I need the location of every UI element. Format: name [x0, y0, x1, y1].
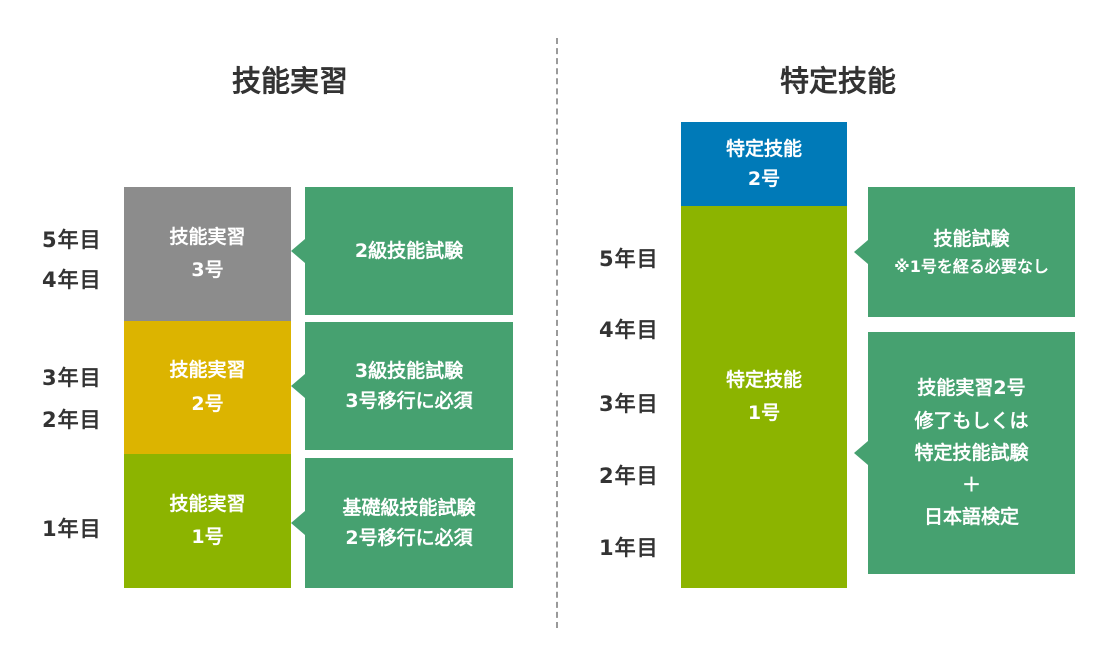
intern-exam-2-line-1: 3級技能試験	[354, 359, 464, 382]
skilled-exam-2-plus: ＋	[961, 474, 981, 497]
right-year-label-5: 5年目	[599, 247, 659, 271]
skilled-exam-2-line-3: 特定技能試験	[914, 441, 1029, 464]
skilled-stage-1-line-1: 特定技能	[725, 368, 802, 391]
intern-exam-callout-2: 3級技能試験 3号移行に必須	[291, 322, 513, 450]
skilled-stage-2-line-1: 特定技能	[725, 137, 802, 160]
intern-stage-2-line-1: 技能実習	[169, 359, 246, 382]
skilled-stage-2-box: 特定技能 2号	[681, 122, 847, 206]
left-year-label-3: 3年目	[42, 366, 102, 390]
left-year-label-5: 5年目	[42, 228, 102, 252]
skilled-exam-2-line-5: 日本語検定	[923, 506, 1019, 529]
right-year-label-3: 3年目	[599, 392, 659, 416]
intern-exam-1-line-1: 2級技能試験	[354, 239, 464, 262]
skilled-exam-callout-1: 技能試験 ※1号を経る必要なし	[854, 187, 1075, 317]
skilled-exam-2-line-2: 修了もしくは	[914, 409, 1029, 432]
left-year-label-4: 4年目	[42, 268, 102, 292]
intern-stage-1-box: 技能実習 1号	[124, 454, 291, 588]
left-year-label-2: 2年目	[42, 408, 102, 432]
intern-exam-callout-3: 基礎級技能試験 2号移行に必須	[291, 458, 513, 588]
intern-exam-2-line-2: 3号移行に必須	[345, 390, 473, 412]
skilled-exam-1-line-1: 技能試験	[933, 228, 1010, 250]
right-year-label-4: 4年目	[599, 318, 659, 342]
intern-stage-2-box: 技能実習 2号	[124, 321, 291, 454]
intern-stage-1-line-2: 1号	[191, 526, 224, 548]
left-section-title: 技能実習	[231, 64, 348, 98]
skilled-exam-1-note: ※1号を経る必要なし	[894, 257, 1049, 277]
intern-stage-1-line-1: 技能実習	[169, 492, 246, 515]
intern-exam-3-line-2: 2号移行に必須	[345, 527, 473, 549]
intern-exam-3-line-1: 基礎級技能試験	[342, 496, 476, 519]
right-year-label-1: 1年目	[599, 536, 659, 560]
skilled-exam-2-line-1: 技能実習2号	[917, 377, 1026, 400]
skilled-stage-2-line-2: 2号	[747, 168, 781, 190]
skilled-stage-1-line-2: 1号	[747, 402, 781, 424]
intern-stage-2-line-2: 2号	[191, 392, 224, 415]
intern-stage-3-line-1: 技能実習	[169, 225, 246, 248]
left-year-label-1: 1年目	[42, 517, 102, 541]
right-year-label-2: 2年目	[599, 464, 659, 488]
section-divider	[556, 38, 558, 628]
skilled-exam-callout-2: 技能実習2号 修了もしくは 特定技能試験 ＋ 日本語検定	[854, 332, 1075, 574]
right-section-title: 特定技能	[779, 64, 896, 98]
skilled-stage-1-box: 特定技能 1号	[681, 206, 847, 588]
intern-exam-callout-1: 2級技能試験	[291, 187, 513, 315]
intern-stage-3-box: 技能実習 3号	[124, 187, 291, 321]
intern-stage-3-line-2: 3号	[191, 259, 224, 281]
